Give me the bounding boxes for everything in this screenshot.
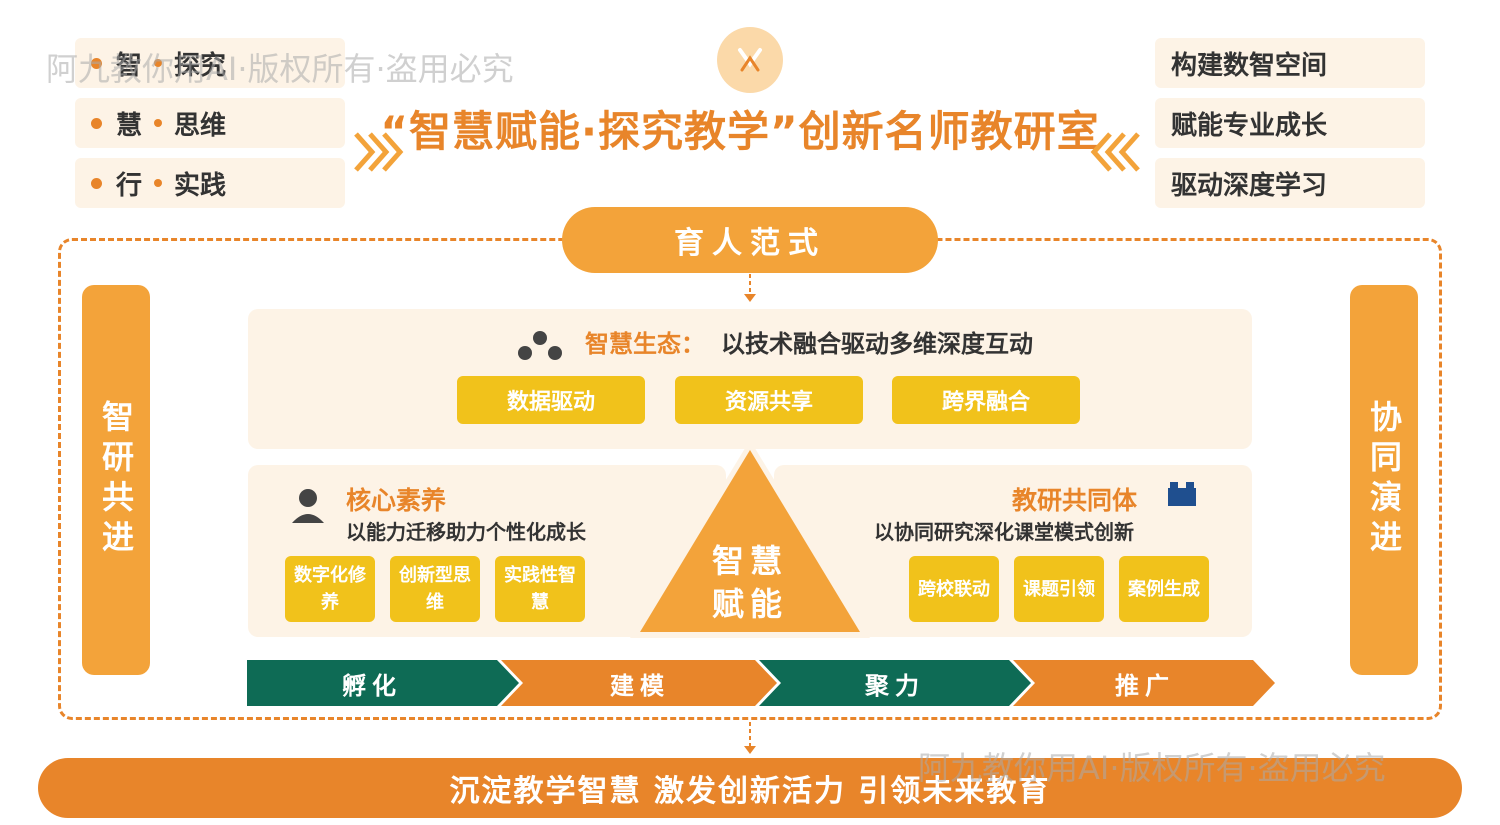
pillar-value: 思维 — [174, 110, 227, 141]
pillar-shi-jian: 行 实践 — [75, 158, 345, 208]
stage-label-gather: 聚力 — [865, 671, 925, 700]
stage-label-incubate: 孵化 — [342, 671, 402, 700]
stage-arrows — [247, 660, 1277, 710]
eco-item-data-driven: 数据驱动 — [457, 376, 645, 424]
page-title: “智慧赋能·探究教学”创新名师教研室 — [380, 107, 1100, 156]
bullet-dot-icon — [91, 57, 102, 69]
network-dots-icon — [516, 330, 564, 366]
pillar-key: 行 — [116, 170, 143, 201]
core-item-practical: 实践性智慧 — [495, 556, 585, 622]
bullet-dot-icon — [154, 179, 163, 187]
dashed-arrow-down-icon — [741, 722, 759, 760]
bullet-dot-icon — [91, 177, 102, 189]
goal-deep-learning: 驱动深度学习 — [1155, 158, 1425, 208]
side-bar-right: 协同演进 — [1350, 285, 1418, 675]
chevron-left-icon — [1086, 128, 1142, 180]
bullet-dot-icon — [154, 119, 163, 127]
community-item-cross-school: 跨校联动 — [909, 556, 999, 622]
community-desc: 以协同研究深化课堂模式创新 — [874, 520, 1134, 544]
ecosystem-title: 智慧生态： — [585, 330, 705, 358]
blocks-icon — [1166, 480, 1198, 512]
stage-label-model: 建模 — [610, 671, 670, 700]
stage-label-promote: 推广 — [1115, 671, 1175, 700]
bullet-dot-icon — [91, 117, 102, 129]
core-literacy-desc: 以能力迁移助力个性化成长 — [346, 520, 586, 544]
logo-icon — [717, 27, 783, 93]
pillar-key: 慧 — [116, 110, 143, 141]
bottom-slogan-bar: 沉淀教学智慧 激发创新活力 引领未来教育 — [38, 758, 1462, 818]
pillar-si-wei: 慧 思维 — [75, 98, 345, 148]
ecosystem-desc: 以技术融合驱动多维深度互动 — [721, 330, 1033, 358]
community-item-case-gen: 案例生成 — [1119, 556, 1209, 622]
chevron-right-icon — [352, 128, 408, 180]
center-label: 智慧 赋能 — [690, 540, 810, 626]
paradigm-banner: 育人范式 — [562, 207, 938, 273]
goal-label: 赋能专业成长 — [1171, 110, 1328, 141]
stage-arrow-promote — [1013, 660, 1275, 706]
stage-arrow-gather — [759, 660, 1031, 706]
goal-digital-space: 构建数智空间 — [1155, 38, 1425, 88]
eco-item-cross-fusion: 跨界融合 — [892, 376, 1080, 424]
center-line-1: 智慧 — [711, 542, 788, 580]
pillar-value: 探究 — [174, 50, 227, 81]
eco-item-resource-sharing: 资源共享 — [675, 376, 863, 424]
person-icon — [290, 487, 326, 531]
core-item-innovative: 创新型思维 — [390, 556, 480, 622]
bullet-dot-icon — [154, 59, 163, 67]
goal-professional-growth: 赋能专业成长 — [1155, 98, 1425, 148]
dashed-arrow-down-icon — [741, 274, 759, 308]
pillar-key: 智 — [116, 50, 143, 81]
stage-arrow-incubate — [247, 660, 519, 706]
community-title: 教研共同体 — [1012, 486, 1138, 515]
center-line-2: 赋能 — [711, 585, 788, 623]
core-literacy-title: 核心素养 — [346, 486, 447, 515]
center-triangle — [626, 436, 874, 646]
core-item-digital: 数字化修养 — [285, 556, 375, 622]
goal-label: 驱动深度学习 — [1171, 170, 1328, 201]
pillar-value: 实践 — [174, 170, 227, 201]
side-bar-left: 智研共进 — [82, 285, 150, 675]
stage-arrow-model — [501, 660, 777, 706]
goal-label: 构建数智空间 — [1171, 50, 1328, 81]
pillar-tan-jiu: 智 探究 — [75, 38, 345, 88]
community-item-topic-led: 课题引领 — [1014, 556, 1104, 622]
